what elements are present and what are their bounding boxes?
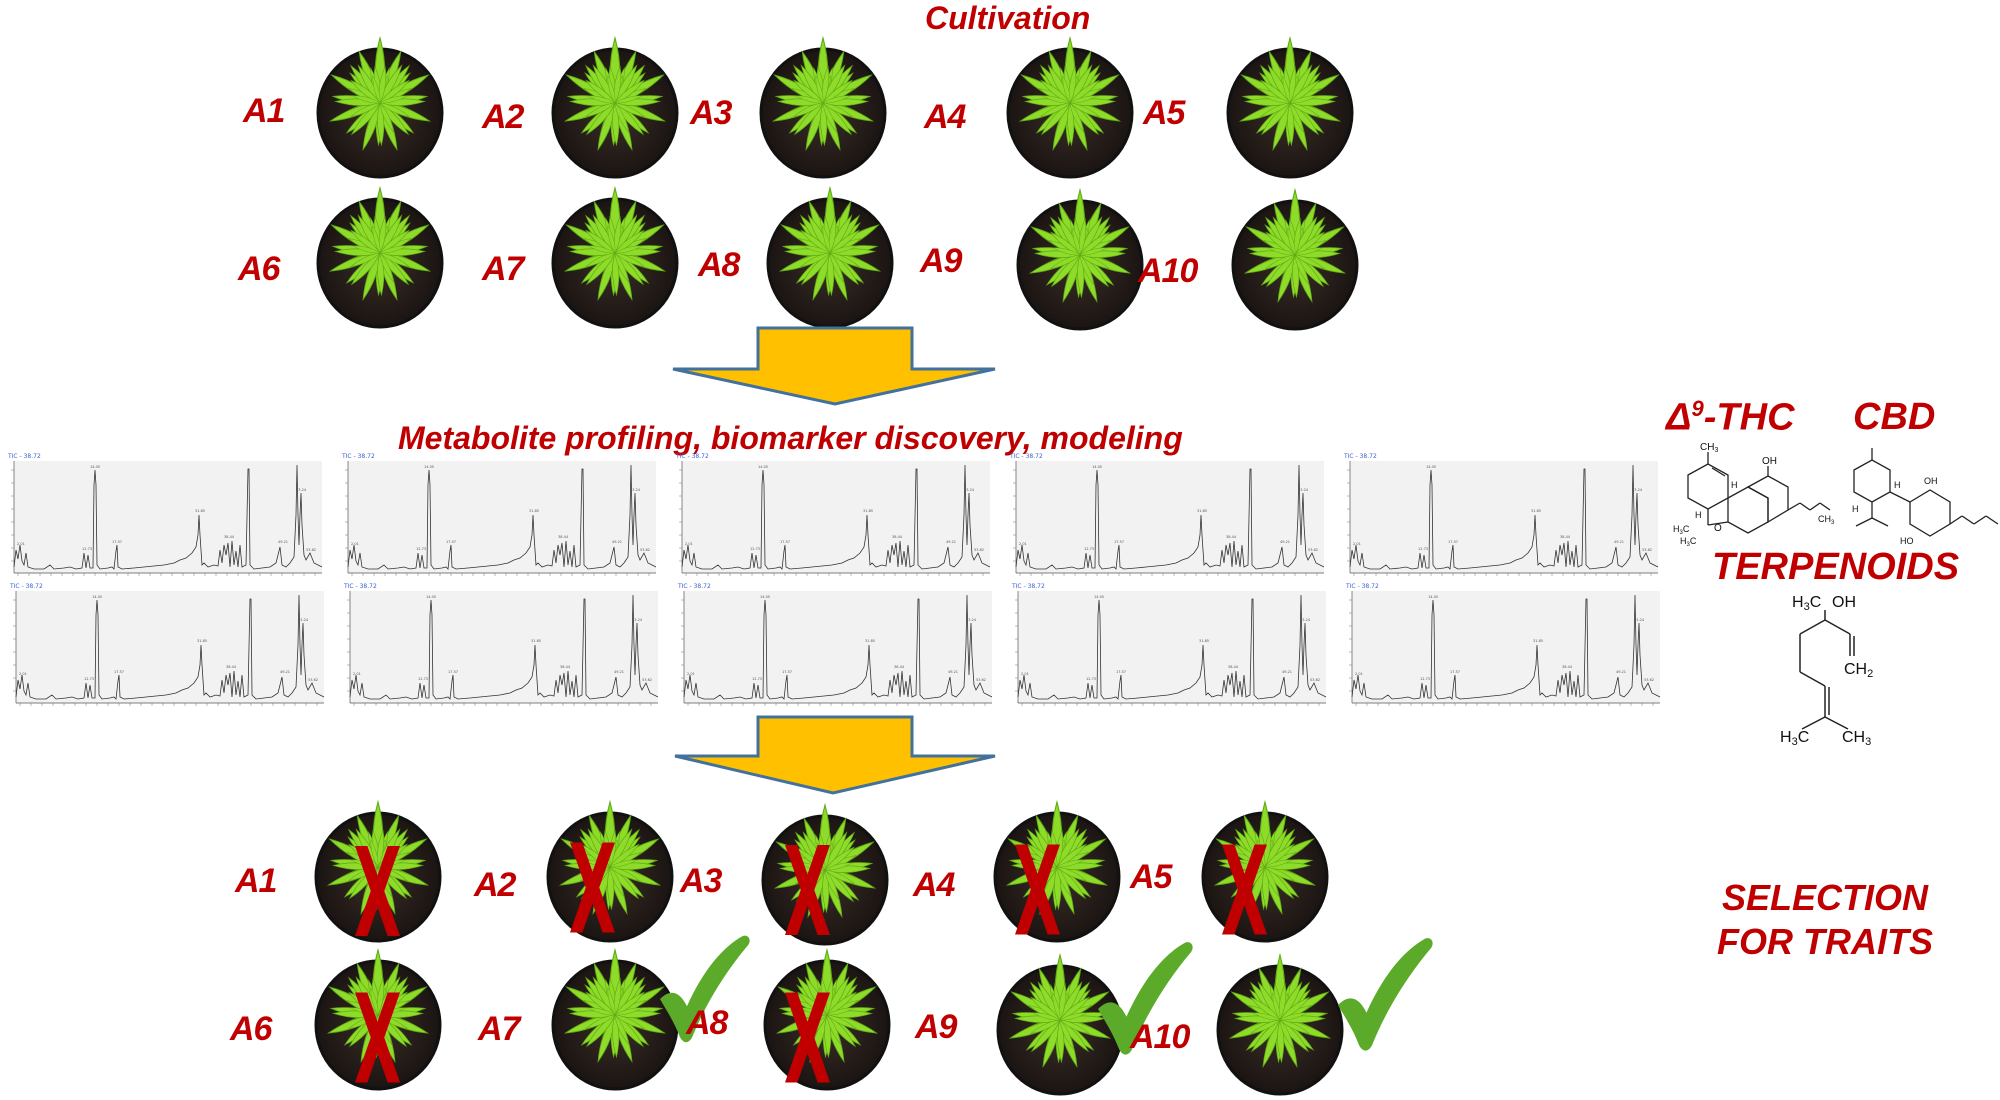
svg-text:OH: OH xyxy=(1924,476,1938,486)
chromatogram-7: TIC - 38.72 xyxy=(340,583,662,720)
svg-text:CH3: CH3 xyxy=(1818,514,1835,526)
cbd-title: CBD xyxy=(1853,396,1936,438)
selection-title: SELECTION FOR TRAITS xyxy=(1717,876,1933,964)
plant-a1 xyxy=(285,28,475,178)
plant-label: A8 xyxy=(698,246,740,284)
svg-text:H: H xyxy=(1852,504,1859,514)
svg-text:CH3: CH3 xyxy=(1842,729,1871,748)
plant-label: A10 xyxy=(1130,1018,1190,1056)
plant-label: A3 xyxy=(690,94,732,132)
plant-label: A6 xyxy=(230,1010,272,1048)
plant-label: A6 xyxy=(238,250,280,288)
plant-label: A5 xyxy=(1143,94,1185,132)
plant-label: A1 xyxy=(235,862,277,900)
svg-text:H3C: H3C xyxy=(1673,524,1690,536)
profiling-title: Metabolite profiling, biomarker discover… xyxy=(398,420,1183,456)
svg-text:HO: HO xyxy=(1900,536,1914,546)
terpenoids-title: TERPENOIDS xyxy=(1712,546,1960,588)
cross-icon xyxy=(785,990,830,1090)
cbd-structure: H H OH HO xyxy=(1842,440,2000,555)
chromatogram-6: TIC - 38.72 xyxy=(6,583,328,720)
plant-label: A5 xyxy=(1130,858,1172,896)
plant-a7 xyxy=(520,178,710,328)
plant-a10 xyxy=(1200,180,1390,330)
plant-label: A10 xyxy=(1138,252,1198,290)
chromatogram-2: TIC - 38.72 xyxy=(338,453,660,590)
svg-text:H: H xyxy=(1894,480,1901,490)
checkmark-icon xyxy=(1338,938,1433,1058)
plant-label: A7 xyxy=(482,250,524,288)
plant-a2 xyxy=(520,28,710,178)
svg-text:H3C: H3C xyxy=(1680,536,1697,548)
svg-text:H: H xyxy=(1731,480,1738,490)
chromatogram-5: TIC - 38.72 xyxy=(1340,453,1662,590)
plant-label: A4 xyxy=(913,866,955,904)
svg-text:H3C: H3C xyxy=(1780,729,1809,748)
cross-icon xyxy=(1015,842,1060,942)
plant-a3 xyxy=(728,28,918,178)
chromatogram-10: TIC - 38.72 xyxy=(1342,583,1664,720)
chromatogram-3: TIC - 38.72 xyxy=(672,453,994,590)
down-arrow-1 xyxy=(665,324,1005,419)
svg-text:H: H xyxy=(1695,510,1702,520)
plant-label: A9 xyxy=(915,1008,957,1046)
linalool-structure: H3C OH CH2 H3C CH3 xyxy=(1780,592,1910,748)
chromatogram-8: TIC - 38.72 xyxy=(674,583,996,720)
cross-icon xyxy=(1222,842,1267,942)
cross-icon xyxy=(355,846,400,941)
thc-title: Δ9-THC xyxy=(1666,396,1795,439)
svg-text:H3C: H3C xyxy=(1792,594,1821,613)
svg-text:O: O xyxy=(1714,523,1722,534)
cultivation-title: Cultivation xyxy=(925,0,1091,36)
plant-a6 xyxy=(285,178,475,328)
plant-label: A2 xyxy=(474,866,516,904)
plant-label: A3 xyxy=(680,862,722,900)
svg-text:OH: OH xyxy=(1762,456,1777,467)
svg-text:CH2: CH2 xyxy=(1844,661,1873,680)
plant-a4 xyxy=(975,28,1165,178)
svg-text:CH3: CH3 xyxy=(1700,442,1718,454)
selection-title-line1: SELECTION xyxy=(1721,877,1928,918)
plant-label: A2 xyxy=(482,98,524,136)
plant-a8 xyxy=(735,178,925,328)
cross-icon xyxy=(570,840,615,940)
down-arrow-2 xyxy=(665,713,1005,808)
cross-icon xyxy=(785,845,830,940)
cross-icon xyxy=(355,990,400,1090)
plant-a5 xyxy=(1195,28,1385,178)
plant-label: A9 xyxy=(920,242,962,280)
plant-label: A7 xyxy=(478,1010,520,1048)
selection-title-line2: FOR TRAITS xyxy=(1717,921,1933,962)
plant-label: A8 xyxy=(686,1004,728,1042)
thc-structure: CH3 OH H H H3C H3C O CH3 xyxy=(1668,440,1838,565)
plant-label: A1 xyxy=(243,92,285,130)
chromatogram-4: TIC - 38.72 xyxy=(1006,453,1328,590)
plant-label: A4 xyxy=(924,98,966,136)
chromatogram-1: TIC - 38.72 xyxy=(4,453,326,590)
chromatogram-9: TIC - 38.72 xyxy=(1008,583,1330,720)
svg-text:OH: OH xyxy=(1832,594,1856,611)
